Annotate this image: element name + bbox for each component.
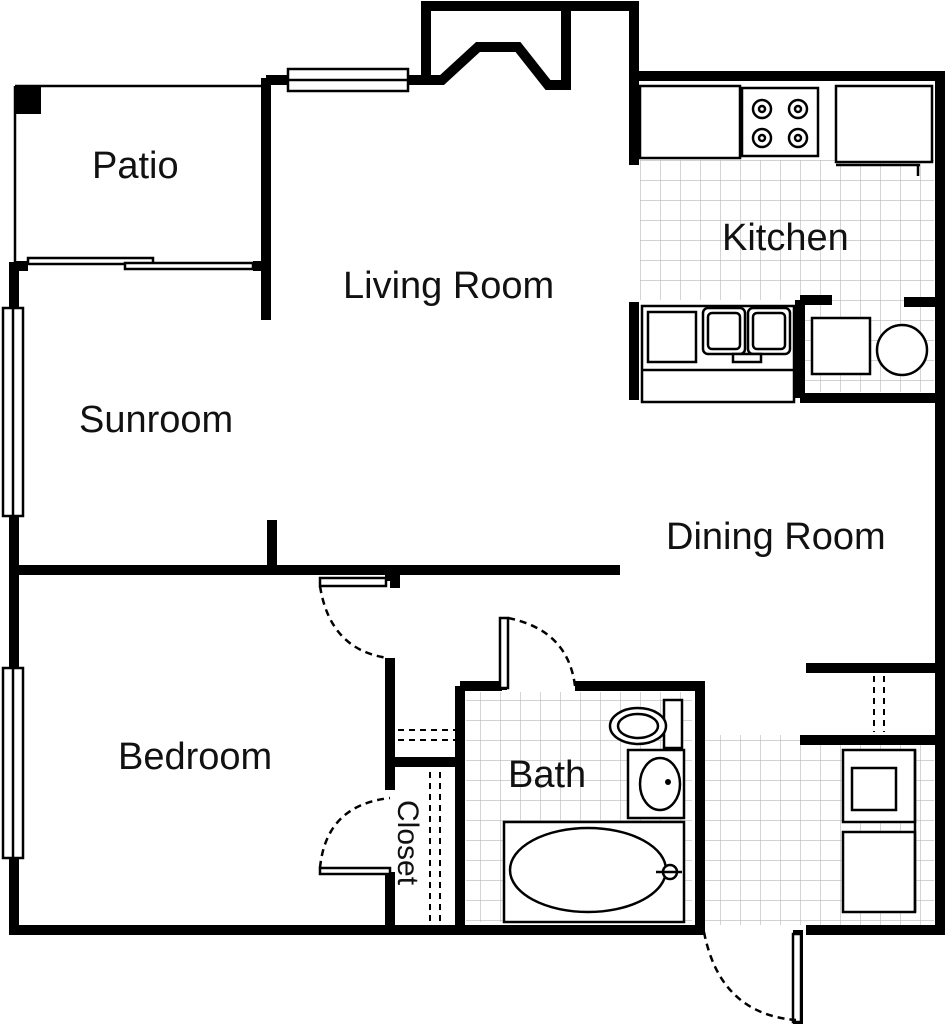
- sink-basin-left: [701, 306, 747, 356]
- sunroom-label: Sunroom: [79, 399, 233, 441]
- bedroom-door-panel: [318, 576, 388, 588]
- bath-fixtures: [502, 698, 686, 924]
- windows: [1, 67, 410, 860]
- closet-door-swing: [318, 796, 391, 869]
- fireplace-hearth: [426, 6, 571, 90]
- bath-sink: [638, 756, 682, 812]
- entry-door-swing: [702, 931, 797, 1022]
- washer-box: [810, 316, 872, 376]
- upper-counter: [638, 84, 742, 160]
- kitchen-tile-floor: [640, 160, 934, 300]
- kitchen-fixtures: [638, 84, 934, 404]
- refrigerator: [834, 84, 934, 164]
- kitchen-label: Kitchen: [722, 217, 849, 259]
- bedroom-door-jamb: [385, 571, 400, 588]
- sink-basin-right: [746, 306, 792, 356]
- patio-outline: [13, 84, 265, 262]
- bath-door-panel: [498, 616, 510, 690]
- stove-burners: [751, 98, 809, 149]
- patio-corner-post: [15, 86, 41, 114]
- bath-label: Bath: [508, 754, 586, 796]
- bath-door-swing: [507, 616, 577, 687]
- dining-room-label: Dining Room: [666, 516, 886, 558]
- bedroom-label: Bedroom: [118, 736, 272, 778]
- dishwasher: [646, 310, 698, 364]
- washer: [841, 830, 917, 914]
- living-room-label: Living Room: [343, 265, 554, 307]
- closet-door-panel: [318, 866, 392, 876]
- laundry-appliances: [841, 676, 917, 914]
- closet-shelving: [398, 729, 456, 922]
- bedroom-door-swing: [318, 585, 389, 660]
- closet-label: Closet: [391, 800, 424, 886]
- patio-sliding-door: [26, 256, 255, 271]
- patio-label: Patio: [92, 145, 179, 187]
- entry-door-panel: [791, 932, 803, 1024]
- stove: [740, 86, 820, 158]
- water-heater: [875, 323, 929, 377]
- doors: [318, 576, 803, 1024]
- tub-basin: [508, 826, 668, 914]
